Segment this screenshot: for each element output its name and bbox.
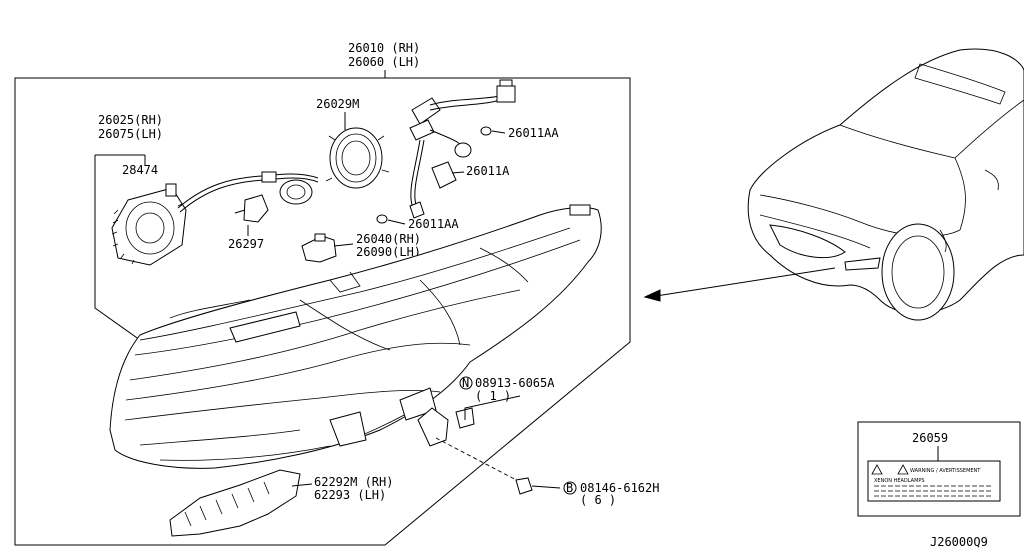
actuator-rh-label: 26040(RH): [356, 232, 421, 246]
bolt-part-label: 08146-6162H: [580, 481, 659, 495]
nut-qty-label: ( 1 ): [475, 389, 511, 403]
side-bulb-part: [376, 214, 388, 224]
warning-triangle-icon-2: [897, 464, 909, 475]
assembly-rh-label: 26010 (RH): [348, 41, 420, 55]
igniter-label: 28474: [122, 163, 158, 177]
bracket-rh-label: 62292M (RH): [314, 475, 393, 489]
warning-label-subtext: XENON HEADLAMPS: [874, 478, 925, 484]
warning-label-part-number: 26059: [912, 431, 948, 445]
d-bulb-part: [234, 171, 313, 223]
harness-small-bulb: [480, 126, 492, 136]
assembly-lh-label: 26060 (LH): [348, 55, 420, 69]
ballast-rh-label: 26025(RH): [98, 113, 163, 127]
bracket-lh-label: 62293 (LH): [314, 488, 386, 502]
bracket-part: [169, 469, 301, 537]
actuator-leader: [333, 243, 354, 247]
nut-symbol-icon: N: [459, 376, 473, 390]
harness-part: [409, 79, 516, 219]
nut-leader: [464, 395, 521, 420]
warning-label-box: 26059 WARNING / AVERTISSEMENT XENON HEAD…: [857, 421, 1021, 517]
side-bulb-label: 26011AA: [408, 217, 459, 231]
ballast-leader: [94, 155, 141, 341]
bolt-part: [515, 477, 561, 495]
d-bulb-label: 26297: [228, 237, 264, 251]
nut-part-label: 08913-6065A: [475, 376, 555, 390]
actuator-part: [301, 233, 337, 263]
callout-arrow-line: [655, 267, 836, 297]
bracket-leader: [291, 483, 313, 487]
diagram-id: J26000Q9: [930, 535, 988, 549]
bolt-symbol-icon: B: [563, 481, 577, 495]
warning-triangle-icon: [871, 464, 883, 475]
bolt-qty-label: ( 6 ): [580, 493, 616, 507]
bolt-dash-line: [435, 437, 525, 485]
cover-part: [325, 127, 390, 189]
assembly-frame: [14, 77, 631, 546]
callout-arrow-head-icon: [643, 289, 661, 302]
actuator-lh-label: 26090(LH): [356, 245, 421, 259]
ballast-lh-label: 26075(LH): [98, 127, 163, 141]
igniter-part: [111, 183, 187, 266]
warning-label-text: WARNING / AVERTISSEMENT: [910, 468, 981, 474]
harness-label: 26011AA: [508, 126, 559, 140]
mounting-tab: [417, 407, 475, 447]
cover-label: 26029M: [316, 97, 359, 111]
vehicle-illustration: [747, 48, 1024, 321]
socket-label: 26011A: [466, 164, 510, 178]
svg-text:B: B: [566, 481, 573, 495]
svg-text:N: N: [462, 376, 469, 390]
